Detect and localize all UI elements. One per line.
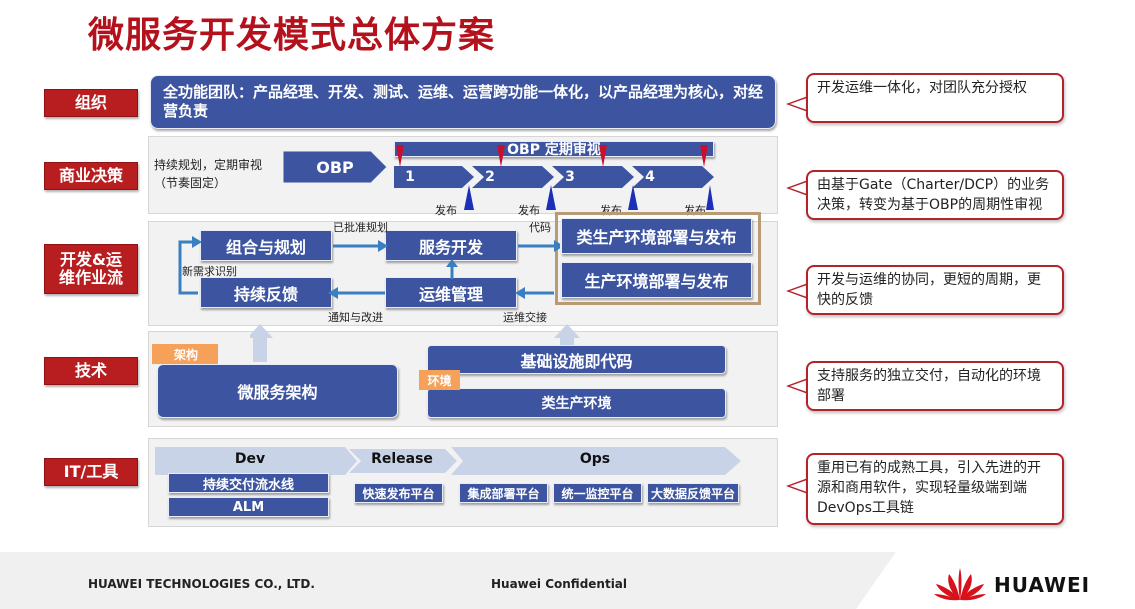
biz-step-3: 3 xyxy=(565,169,575,185)
dev-flow-arrows xyxy=(178,236,560,299)
callout-dev: 开发与运维的协同，更短的周期，更快的反馈 xyxy=(806,265,1064,315)
env-tag: 环境 xyxy=(419,370,460,390)
biz-step-1: 1 xyxy=(405,169,415,185)
biz-plan-text: 持续规划，定期审视（节奏固定） xyxy=(154,158,263,190)
release-label-2: 发布 xyxy=(518,204,540,217)
obp-label: OBP xyxy=(316,157,354,177)
row-label-dev: 开发&运维作业流 xyxy=(44,244,138,294)
plan-box: 组合与规划 xyxy=(200,230,332,261)
deploy-group-frame xyxy=(555,212,761,305)
microservice-arch-box: 微服务架构 xyxy=(157,364,398,418)
callout-biz: 由基于Gate（Charter/DCP）的业务决策，转变为基于OBP的周期性审视 xyxy=(806,170,1064,220)
huawei-flower-icon xyxy=(934,568,986,601)
code-label: 代码 xyxy=(529,221,551,234)
fast-release-box: 快速发布平台 xyxy=(354,483,443,503)
callout-tail-it xyxy=(786,478,808,494)
callout-it: 重用已有的成熟工具，引入先进的开源和商用软件，实现轻量级端到端DevOps工具链 xyxy=(806,453,1064,525)
ops-mgmt-box: 运维管理 xyxy=(385,277,517,308)
bigdata-platform-box: 大数据反馈平台 xyxy=(647,483,739,503)
monitor-platform-box: 统一监控平台 xyxy=(553,483,642,503)
approved-plan-label: 已批准规划 xyxy=(333,221,388,234)
feedback-box: 持续反馈 xyxy=(200,277,332,308)
biz-steps-chevrons xyxy=(394,166,714,188)
obp-review-bar: OBP 定期审视 xyxy=(394,141,714,158)
row-label-tech: 技术 xyxy=(44,357,138,385)
row-label-it: IT/工具 xyxy=(44,458,138,486)
callout-tech: 支持服务的独立交付，自动化的环境部署 xyxy=(806,361,1064,411)
callout-tail-org xyxy=(786,96,808,112)
deploy-platform-box: 集成部署平台 xyxy=(459,483,548,503)
it-stage-dev: Dev xyxy=(234,451,266,467)
huawei-wordmark: HUAWEI xyxy=(994,573,1091,597)
it-stage-ops: Ops xyxy=(579,451,611,467)
row-label-org: 组织 xyxy=(44,89,138,117)
footer-logo-area xyxy=(900,552,1135,609)
release-label-1: 发布 xyxy=(435,204,457,217)
org-team-box: 全功能团队：产品经理、开发、测试、运维、运营跨功能一体化，以产品经理为核心，对经… xyxy=(150,75,776,129)
callout-tail-biz xyxy=(786,180,808,196)
biz-step-2: 2 xyxy=(485,169,495,185)
it-stage-arrows xyxy=(155,447,741,475)
arch-tag: 架构 xyxy=(152,344,218,364)
notify-label: 通知与改进 xyxy=(328,311,383,324)
callout-tail-dev xyxy=(786,283,808,299)
pre-env-box: 类生产环境 xyxy=(427,388,726,418)
pipeline-box: 持续交付流水线 xyxy=(168,473,329,493)
preprod-deploy-box: 类生产环境部署与发布 xyxy=(561,218,752,254)
obp-arrow xyxy=(283,151,388,183)
row-label-dev-text: 开发&运维作业流 xyxy=(58,250,123,287)
page-title: 微服务开发模式总体方案 xyxy=(88,15,496,56)
org-team-text: 全功能团队：产品经理、开发、测试、运维、运营跨功能一体化，以产品经理为核心，对经… xyxy=(163,83,764,120)
callout-tail-tech xyxy=(786,378,808,394)
row-label-biz: 商业决策 xyxy=(44,162,138,190)
it-stage-release: Release xyxy=(371,451,433,467)
callout-org: 开发运维一体化，对团队充分授权 xyxy=(806,73,1064,123)
alm-box: ALM xyxy=(168,497,329,517)
new-req-label: 新需求识别 xyxy=(182,265,237,278)
iac-box: 基础设施即代码 xyxy=(427,345,726,374)
prod-deploy-box: 生产环境部署与发布 xyxy=(561,262,752,298)
footer-company: HUAWEI TECHNOLOGIES CO., LTD. xyxy=(88,577,315,591)
handover-label: 运维交接 xyxy=(503,311,547,324)
biz-markers xyxy=(396,145,714,210)
footer-confidential: Huawei Confidential xyxy=(491,577,628,591)
biz-step-4: 4 xyxy=(645,169,655,185)
